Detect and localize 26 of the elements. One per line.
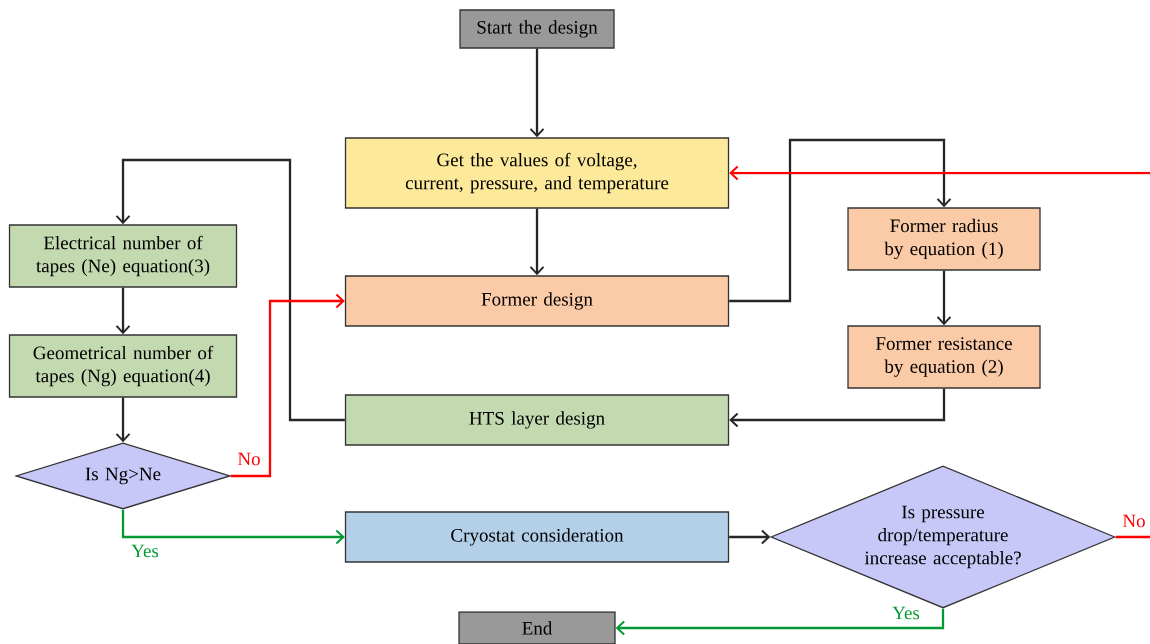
arrow — [115, 158, 345, 422]
arrow — [729, 529, 771, 545]
process-box: Former resistance by equation (2) — [847, 325, 1041, 389]
arrow — [230, 293, 345, 478]
process-box: Geometrical number of tapes (Ng) equation(4) — [8, 334, 238, 398]
process-box: Former design — [344, 275, 730, 327]
arrow — [729, 165, 1150, 181]
arrow — [121, 509, 345, 545]
process-box: Former radius by equation (1) — [847, 207, 1041, 271]
edge-label: Yes — [130, 543, 160, 559]
arrow — [615, 608, 945, 636]
process-box: Electrical number of tapes (Ne) equation(3) — [8, 224, 238, 288]
edge-label: No — [236, 451, 262, 467]
end-box: End — [458, 611, 616, 644]
arrow — [729, 138, 952, 303]
arrow — [115, 287, 131, 335]
arrow — [529, 48, 545, 138]
arrow — [729, 388, 946, 428]
arrow — [936, 270, 952, 326]
process-box: Cryostat consideration — [344, 511, 730, 563]
process-box: Get the values of voltage, current, pressure, and temperature — [344, 137, 730, 209]
process-box: HTS layer design — [344, 394, 730, 446]
edge-label: No — [1121, 513, 1147, 529]
start-box: Start the design — [459, 9, 615, 49]
arrow — [115, 397, 131, 443]
arrow — [529, 208, 545, 276]
